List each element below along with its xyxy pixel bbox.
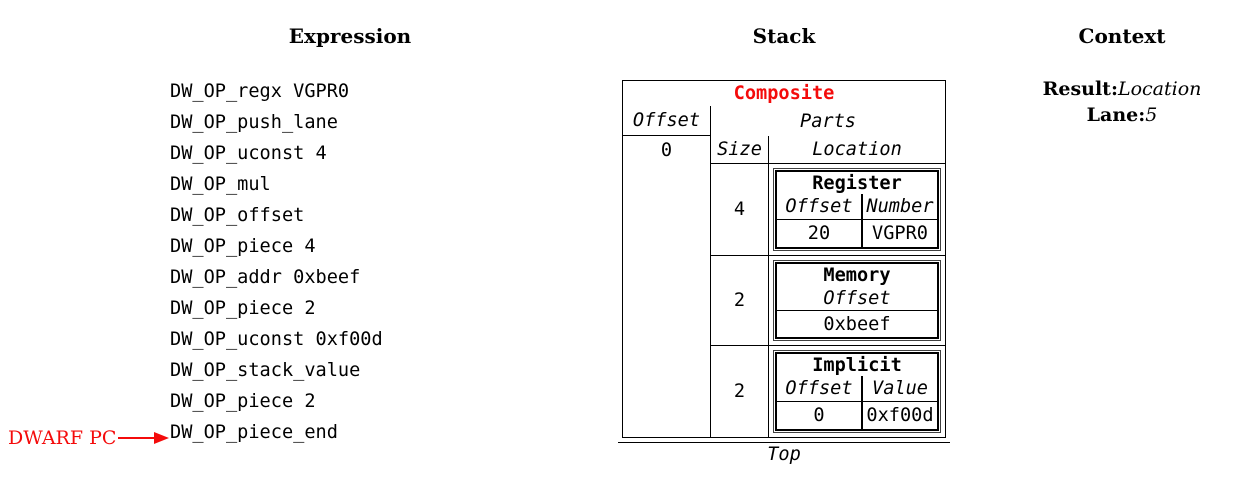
lane-label: Lane: <box>1086 104 1146 126</box>
expression-op: DW_OP_offset <box>170 205 305 226</box>
size-header: Size <box>717 139 762 160</box>
part-size: 2 <box>733 381 746 402</box>
memory-fields: Offset 0xbeef <box>777 286 937 337</box>
expression-op: DW_OP_push_lane <box>170 112 338 133</box>
context-column-header: Context <box>1078 24 1166 48</box>
part-row-implicit: 2 Implicit Offset Value 0 0xf00d <box>711 346 945 437</box>
implicit-fields: Offset Value 0 0xf00d <box>777 376 937 429</box>
field-value: 0xf00d <box>861 401 937 429</box>
result-value: Location <box>1117 78 1202 100</box>
expression-op-list: DW_OP_regx VGPR0 DW_OP_push_lane DW_OP_u… <box>170 76 383 448</box>
expression-op: DW_OP_stack_value <box>170 360 361 381</box>
context-lane-row: Lane:5 <box>1012 104 1232 126</box>
register-part-box-inner: Register Offset Number 20 VGPR0 <box>775 170 939 249</box>
dwarf-pc-arrow-line <box>118 437 155 439</box>
memory-part-box: Memory Offset 0xbeef <box>773 260 941 341</box>
part-row-register: 4 Register Offset Number 20 VGPR0 <box>711 164 945 256</box>
expression-op: DW_OP_piece 4 <box>170 236 316 257</box>
memory-part-box-inner: Memory Offset 0xbeef <box>775 262 939 339</box>
expression-op: DW_OP_regx VGPR0 <box>170 81 350 102</box>
register-part-box: Register Offset Number 20 VGPR0 <box>773 168 941 251</box>
offset-header: Offset <box>623 106 710 136</box>
part-size: 2 <box>733 290 746 311</box>
part-location-cell: Register Offset Number 20 VGPR0 <box>768 164 945 255</box>
field-label: Offset <box>785 378 853 399</box>
dwarf-pc-marker: DWARF PC <box>8 427 170 449</box>
field-value: 20 <box>777 219 861 247</box>
stack-table-body: Offset 0 Parts Size Location 4 <box>623 106 945 437</box>
field-label: Offset <box>823 287 891 309</box>
field-label: Number <box>861 194 937 219</box>
offset-value: 0 <box>660 139 673 161</box>
context-result-row: Result:Location <box>1012 78 1232 100</box>
parts-grid: Size Location 4 Register Offset <box>711 136 945 437</box>
field-value: 0xbeef <box>777 310 937 337</box>
register-fields: Offset Number 20 VGPR0 <box>777 194 937 247</box>
parts-subheader-row: Size Location <box>711 136 945 164</box>
part-kind: Register <box>812 172 902 194</box>
dwarf-pc-label: DWARF PC <box>8 427 117 449</box>
expression-op: DW_OP_uconst 4 <box>170 143 327 164</box>
parts-header: Parts <box>800 110 856 132</box>
stack-parts-column: Parts Size Location 4 Register <box>711 106 945 437</box>
stack-base-line <box>618 442 950 443</box>
field-value: 0 <box>777 401 861 429</box>
expression-op: DW_OP_piece_end <box>170 422 338 443</box>
field-value: VGPR0 <box>861 219 937 247</box>
field-label: Value <box>861 376 937 401</box>
part-kind: Implicit <box>812 354 902 376</box>
dwarf-pc-arrow-icon <box>154 432 170 444</box>
part-kind: Memory <box>823 264 891 286</box>
stack-offset-column: Offset 0 <box>623 106 711 437</box>
part-location-cell: Implicit Offset Value 0 0xf00d <box>768 346 945 437</box>
composite-title: Composite <box>733 83 835 104</box>
expression-op: DW_OP_uconst 0xf00d <box>170 329 383 350</box>
lane-value: 5 <box>1145 104 1158 126</box>
implicit-part-box: Implicit Offset Value 0 0xf00d <box>773 350 941 433</box>
location-header: Location <box>768 136 945 163</box>
part-row-memory: 2 Memory Offset 0xbeef <box>711 256 945 346</box>
expression-column-header: Expression <box>288 24 412 48</box>
expression-op: DW_OP_mul <box>170 174 271 195</box>
part-location-cell: Memory Offset 0xbeef <box>768 256 945 345</box>
field-label: Offset <box>785 196 853 217</box>
result-label: Result: <box>1042 78 1118 100</box>
expression-op: DW_OP_addr 0xbeef <box>170 267 361 288</box>
implicit-part-box-inner: Implicit Offset Value 0 0xf00d <box>775 352 939 431</box>
part-size: 4 <box>733 199 746 220</box>
stack-table: Composite Offset 0 Parts Size Location 4 <box>622 80 946 438</box>
expression-op: DW_OP_piece 2 <box>170 298 316 319</box>
expression-op: DW_OP_piece 2 <box>170 391 316 412</box>
stack-top-label: Top <box>767 444 801 465</box>
stack-column-header: Stack <box>752 24 816 48</box>
